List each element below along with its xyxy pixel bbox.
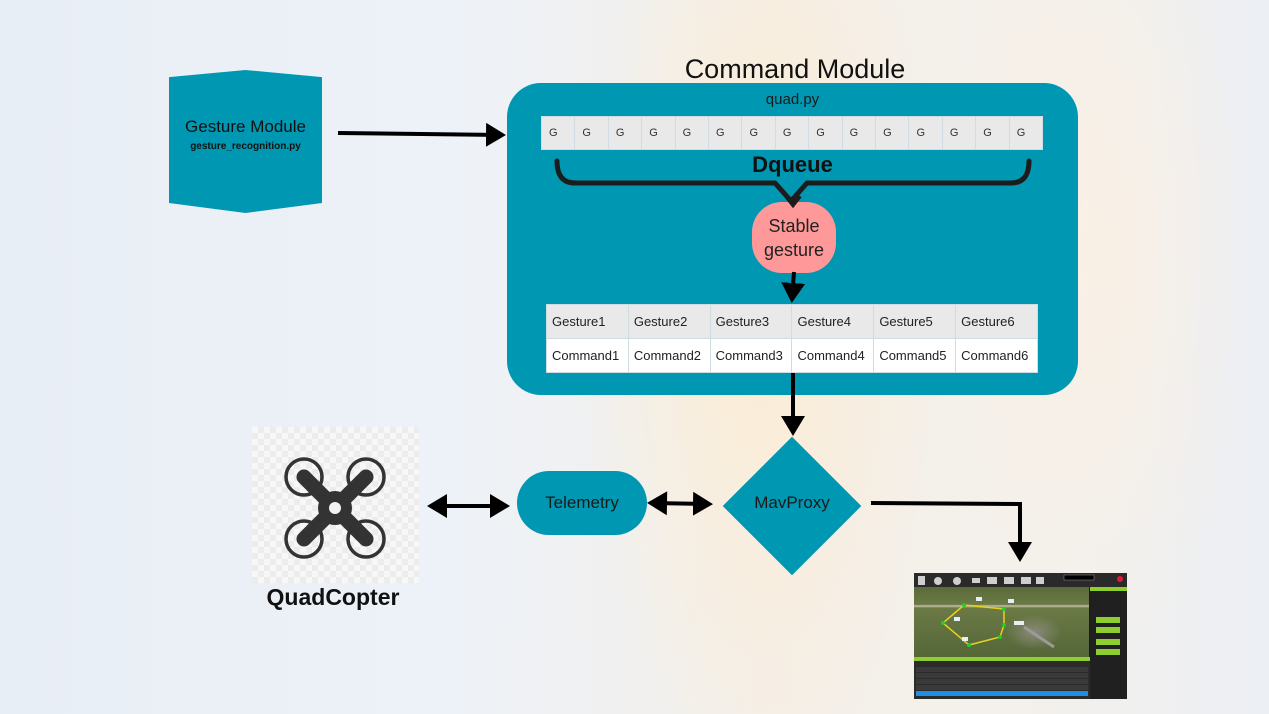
dqueue-cell: G [609,117,643,149]
gesture-cell: Gesture5 [873,304,957,339]
command-cell: Command1 [546,338,629,373]
dqueue-cell: G [542,117,576,149]
dqueue-cell: G [976,117,1010,149]
dqueue-cell: G [776,117,810,149]
command-cell: Command2 [627,338,711,373]
telemetry-node: Telemetry [517,471,647,535]
telemetry-label: Telemetry [545,493,619,512]
dqueue-buffer: G G G G G G G G G G G G G G G [541,116,1043,150]
quadcopter-image [252,427,419,583]
mavproxy-label: MavProxy [754,493,830,512]
dqueue-cell: G [943,117,977,149]
stable-gesture-line1: Stable [768,215,820,236]
gcs-map [914,587,1089,657]
command-cell: Command5 [873,338,957,373]
command-row: Command1 Command2 Command3 Command4 Comm… [546,338,1038,373]
arrow-gesture-to-command [337,122,506,147]
dqueue-cell: G [843,117,877,149]
command-module-container: quad.py G G G G G G G G G G G G G G G Dq… [507,83,1078,395]
dqueue-cell: G [742,117,776,149]
arrow-telemetry-mavproxy [647,491,713,516]
gesture-cell: Gesture3 [709,304,793,339]
gesture-module-file: gesture_recognition.py [190,141,301,152]
mission-planner-screenshot [914,573,1127,699]
command-cell: Command6 [955,338,1038,373]
command-module-title: Command Module [684,54,906,84]
stable-gesture-line2: gesture [763,239,825,260]
dqueue-cell: G [909,117,943,149]
gcs-flight-path [941,597,1055,649]
quadcopter-label: QuadCopter [266,584,400,610]
dqueue-label: Dqueue [752,152,833,177]
command-cell: Command4 [791,338,875,373]
gcs-toolbar [914,573,1127,587]
gesture-cell: Gesture4 [791,304,875,339]
gesture-cell: Gesture6 [955,304,1038,339]
gcs-toolbar-icons [918,574,1123,585]
dqueue-cell: G [676,117,710,149]
gesture-cell: Gesture2 [627,304,711,339]
dqueue-cell: G [642,117,676,149]
gcs-waypoint-table [914,661,1090,699]
gesture-module-title: Gesture Module [185,117,306,136]
command-cell: Command3 [709,338,793,373]
dqueue-cell: G [709,117,743,149]
dqueue-cell: G [575,117,609,149]
dqueue-cell: G [1016,127,1026,139]
gcs-waypoints-bar [914,657,1090,661]
gesture-command-table: Gesture1 Gesture2 Gesture3 Gesture4 Gest… [546,304,1038,373]
gcs-side-panel [1090,587,1127,699]
command-module-file: quad.py [765,91,820,108]
dqueue-cell: G [809,117,843,149]
drone-icon [284,457,386,559]
arrow-mavproxy-to-gcs [870,501,1032,562]
gesture-cell: Gesture1 [546,304,629,339]
gesture-module-node: Gesture Module gesture_recognition.py [169,70,322,213]
stable-gesture-node: Stable gesture [752,202,836,273]
dqueue-cell: G [876,117,910,149]
gesture-row: Gesture1 Gesture2 Gesture3 Gesture4 Gest… [546,304,1038,339]
